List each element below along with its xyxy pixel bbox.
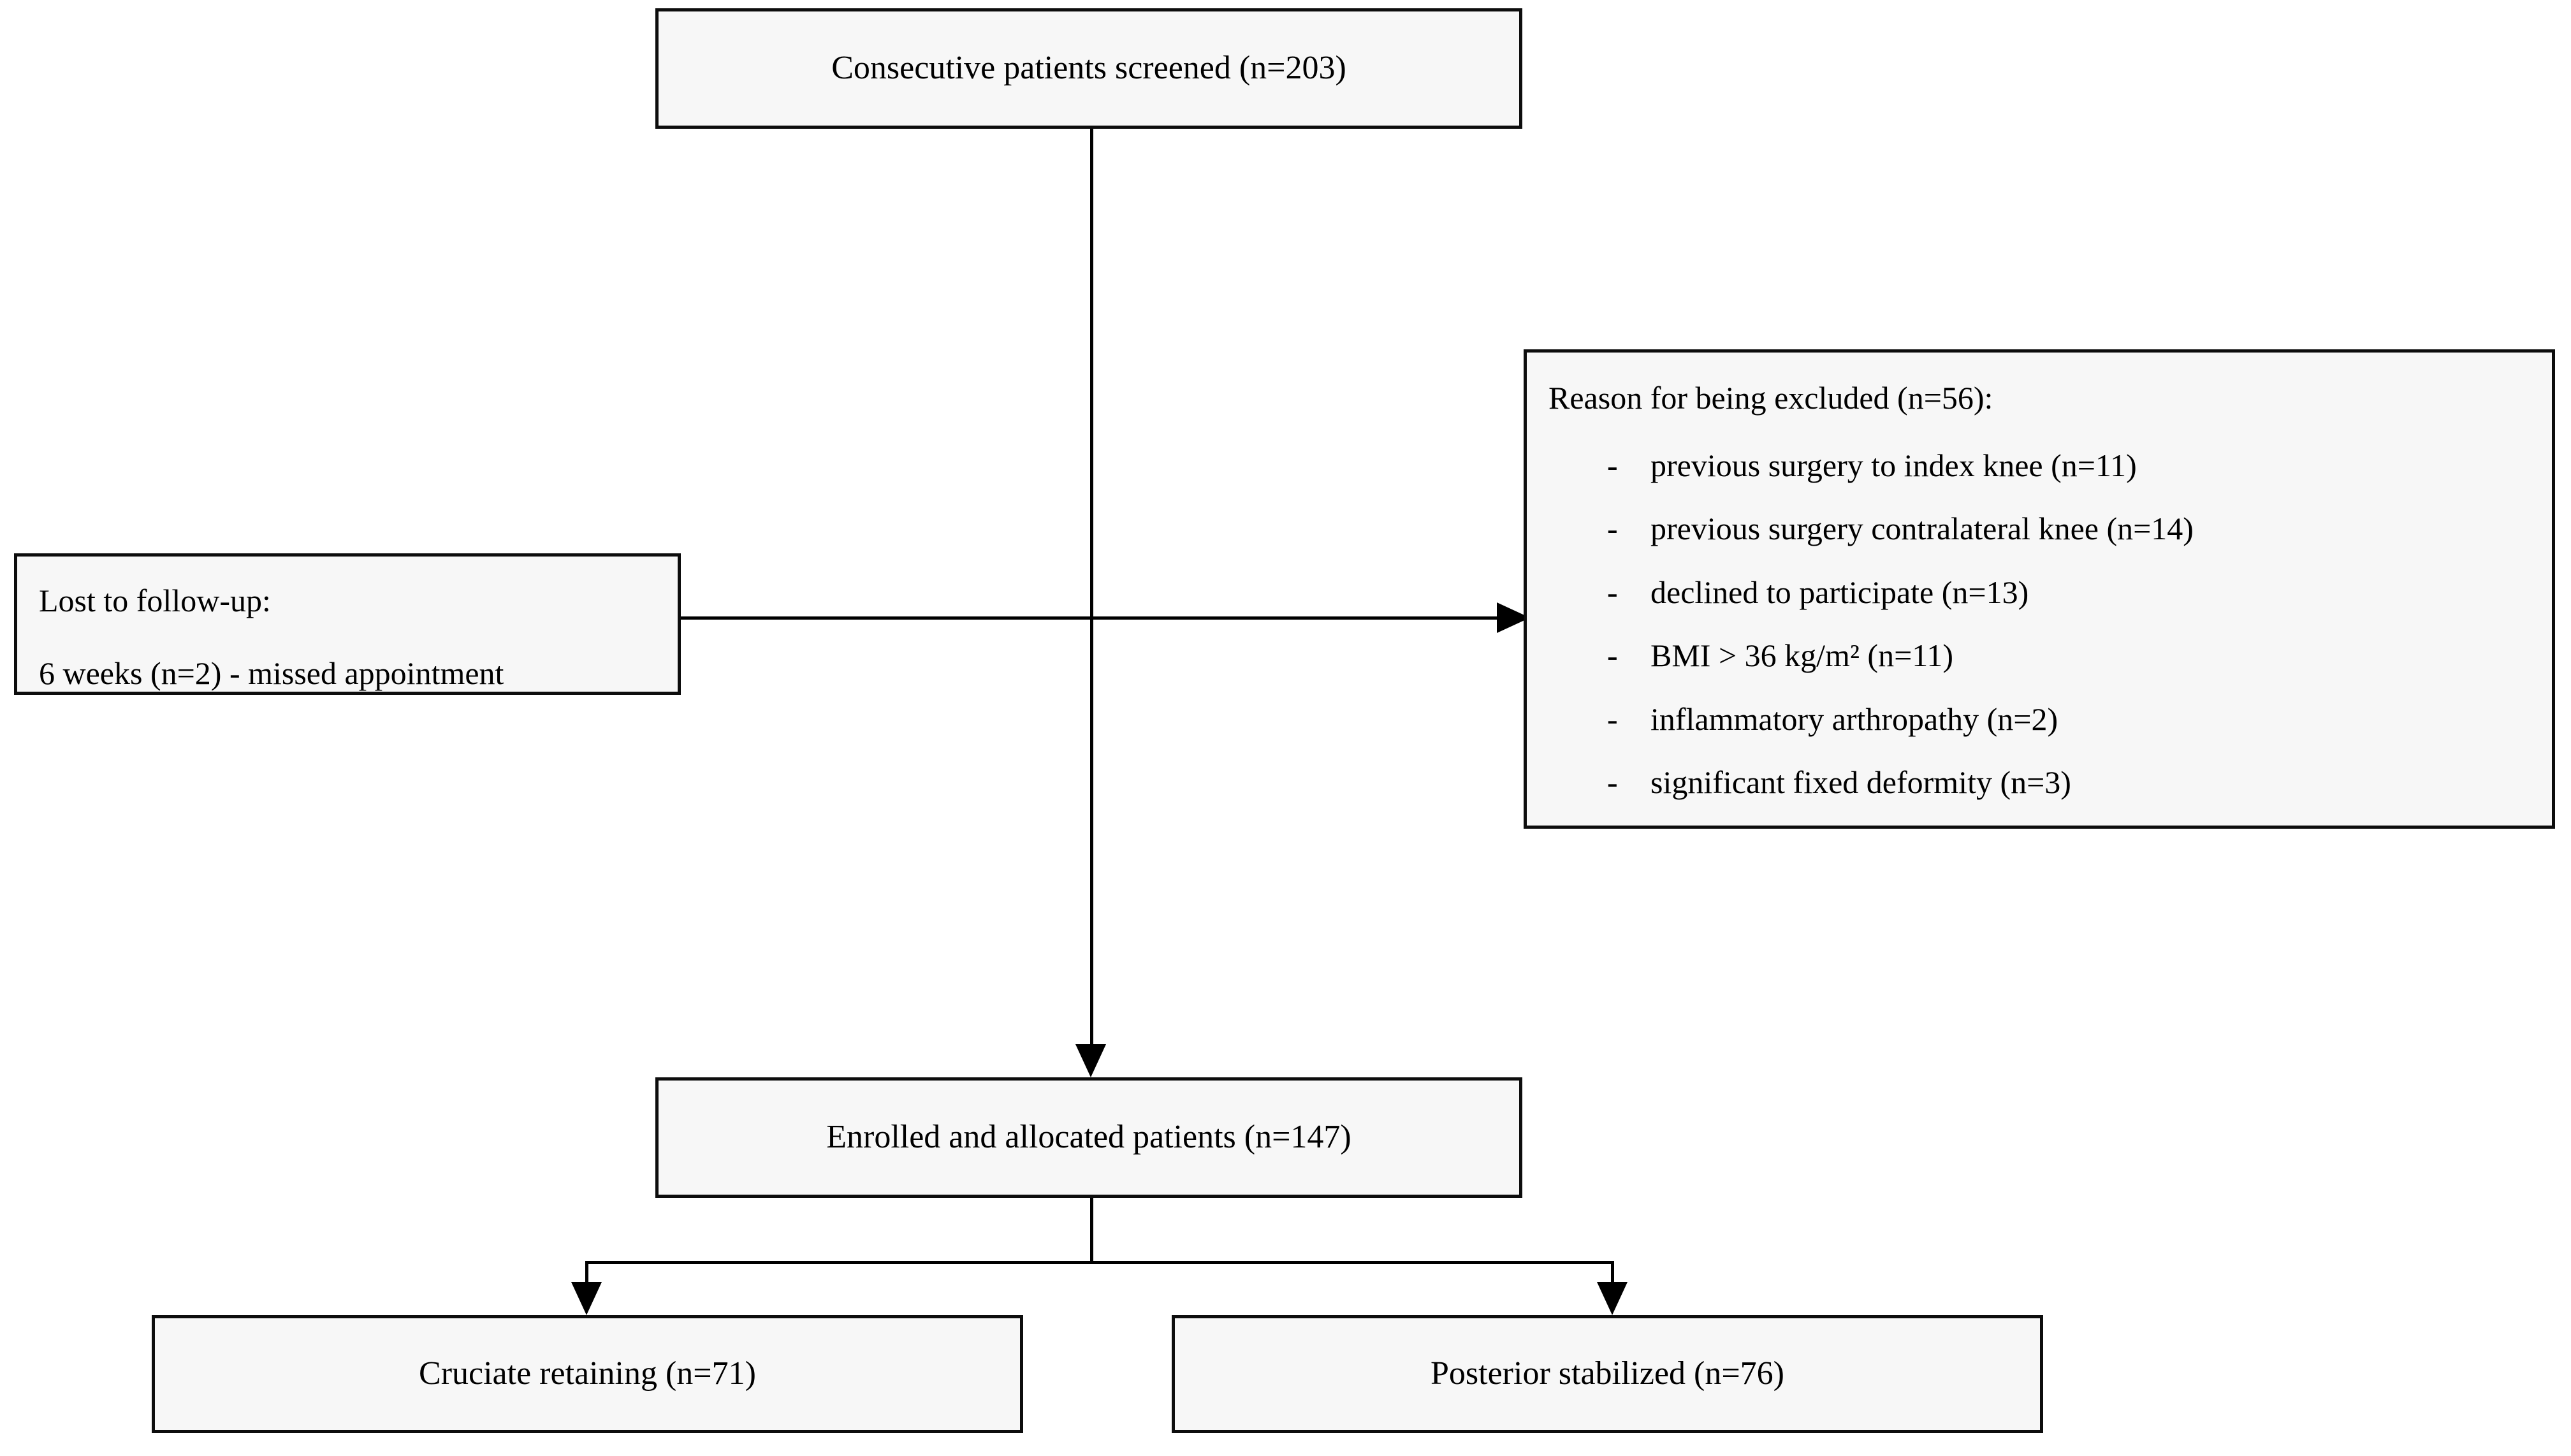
arrowhead-into-posterior-stabilized [1597,1282,1628,1315]
node-cruciate-retaining-label: Cruciate retaining (n=71) [419,1355,756,1392]
excluded-reason-item: -previous surgery to index knee (n=11) [1607,444,2552,488]
excluded-reason-label: inflammatory arthropathy (n=2) [1650,701,2058,737]
arrowhead-into-enrolled [1075,1044,1106,1077]
excluded-reason-label: previous surgery contralateral knee (n=1… [1650,511,2194,546]
excluded-reason-item: -inflammatory arthropathy (n=2) [1607,698,2552,741]
excluded-reason-label: BMI > 36 kg/m² (n=11) [1650,637,1954,673]
excluded-reason-item: -significant fixed deformity (n=3) [1607,761,2552,804]
connector-allocation-right [1611,1261,1614,1282]
node-cruciate-retaining: Cruciate retaining (n=71) [152,1315,1023,1433]
lost-to-follow-up-title: Lost to follow-up: [39,583,271,618]
excluded-reason-label: significant fixed deformity (n=3) [1650,764,2071,800]
bullet-dash-icon: - [1607,511,1618,546]
node-consecutive-patients-screened: Consecutive patients screened (n=203) [655,8,1522,129]
bullet-dash-icon: - [1607,447,1618,483]
connector-lost-excluded-horizontal [662,616,1497,620]
excluded-reason-label: previous surgery to index knee (n=11) [1650,447,2137,483]
bullet-dash-icon: - [1607,637,1618,673]
excluded-reason-list: -previous surgery to index knee (n=11)-p… [1548,444,2552,804]
connector-allocation-stem [1090,1198,1093,1262]
bullet-dash-icon: - [1607,764,1618,800]
node-enrolled-and-allocated-patients: Enrolled and allocated patients (n=147) [655,1077,1522,1198]
connector-screened-to-enrolled [1090,129,1093,1044]
node-enrolled-label: Enrolled and allocated patients (n=147) [826,1119,1351,1156]
connector-allocation-left [585,1261,588,1282]
excluded-reason-item: -BMI > 36 kg/m² (n=11) [1607,634,2552,678]
excluded-reason-item: -previous surgery contralateral knee (n=… [1607,507,2552,551]
excluded-title: Reason for being excluded (n=56): [1548,380,1993,416]
node-lost-to-follow-up: Lost to follow-up: 6 weeks (n=2) - misse… [14,553,681,695]
node-posterior-stabilized: Posterior stabilized (n=76) [1172,1315,2043,1433]
node-reason-for-being-excluded: Reason for being excluded (n=56): -previ… [1524,349,2555,829]
excluded-reason-item: -declined to participate (n=13) [1607,571,2552,615]
node-posterior-stabilized-label: Posterior stabilized (n=76) [1431,1355,1784,1392]
lost-to-follow-up-detail: 6 weeks (n=2) - missed appointment [39,655,504,691]
bullet-dash-icon: - [1607,574,1618,610]
connector-allocation-bar [585,1261,1614,1264]
bullet-dash-icon: - [1607,701,1618,737]
excluded-reason-label: declined to participate (n=13) [1650,574,2029,610]
node-screened-label: Consecutive patients screened (n=203) [831,50,1346,87]
arrowhead-into-cruciate-retaining [571,1282,602,1315]
